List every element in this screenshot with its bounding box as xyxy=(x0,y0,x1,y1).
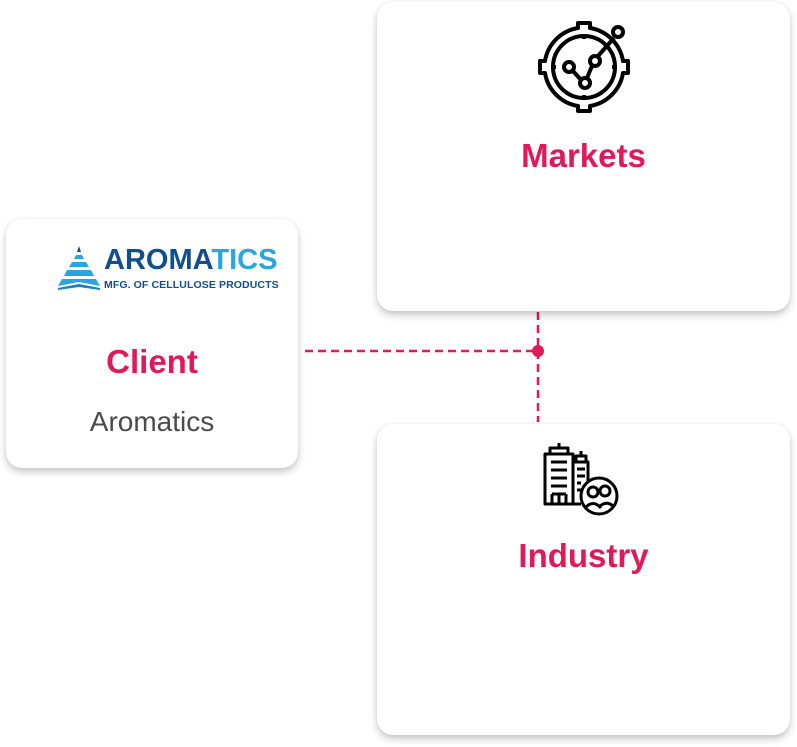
target-chart-icon xyxy=(538,21,630,113)
client-card[interactable]: AROMATICS MFG. OF CELLULOSE PRODUCTS Cli… xyxy=(6,219,298,468)
logo-tree-icon xyxy=(58,246,100,290)
logo-wordmark: AROMATICS xyxy=(104,244,277,277)
industry-title: Industry xyxy=(518,537,649,574)
buildings-people-icon xyxy=(543,443,619,516)
markets-card[interactable]: Markets xyxy=(377,2,790,311)
aromatics-logo: AROMATICS MFG. OF CELLULOSE PRODUCTS xyxy=(56,244,279,294)
client-title: Client xyxy=(106,343,198,380)
logo-word-part2: TICS xyxy=(211,244,278,276)
industry-card[interactable]: Industry xyxy=(377,424,790,735)
markets-title: Markets xyxy=(521,137,646,174)
logo-word-part1: AROMA xyxy=(104,244,212,276)
logo-tagline: MFG. OF CELLULOSE PRODUCTS xyxy=(104,279,279,291)
client-name: Aromatics xyxy=(89,406,215,437)
connector-junction-dot xyxy=(532,345,544,357)
